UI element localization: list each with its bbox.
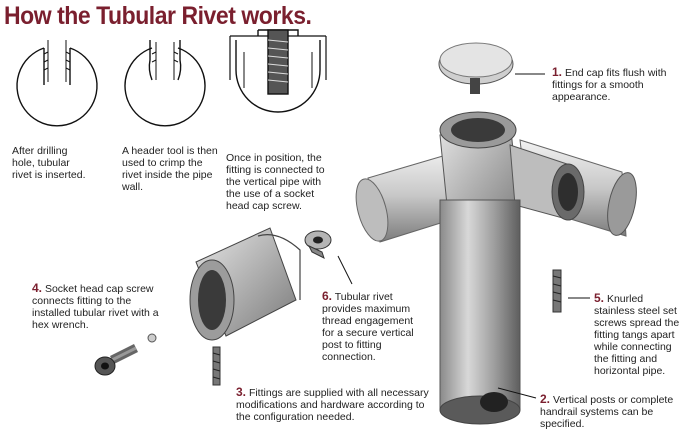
callout-3-number: 3. [236,385,247,399]
step3-caption: Once in position, the fitting is connect… [226,152,325,212]
callout-4-text: Socket head cap screw connects fitting t… [32,283,159,331]
diagram-title: How the Tubular Rivet works. [4,2,312,30]
callout-2-text: Vertical posts or complete handrail syst… [540,394,674,430]
step1-rivet-insert-drawing [16,40,98,127]
callout-1-text: End cap fits flush with fittings for a s… [552,67,667,103]
callout-5-number: 5. [594,291,605,305]
callout-1-number: 1. [552,65,563,79]
callout-1: 1. End cap fits flush with fittings for … [552,66,680,103]
callout-3-text: Fittings are supplied with all necessary… [236,387,429,423]
callout-2: 2. Vertical posts or complete handrail s… [540,393,678,430]
callout-2-number: 2. [540,392,551,406]
callout-5-text: Knurled stainless steel set screws sprea… [594,293,680,377]
step2-caption: A header tool is then used to crimp the … [122,145,218,193]
callout-6-number: 6. [322,289,333,303]
set-screw-drawing [552,269,562,313]
leader-lines [337,73,590,399]
callout-5: 5. Knurled stainless steel set screws sp… [594,292,684,377]
set-screw-small-drawing [212,346,221,386]
callout-4-number: 4. [32,281,43,295]
socket-head-cap-screw-drawing [94,333,157,376]
callout-6: 6. Tubular rivet provides maximum thread… [322,290,422,363]
step3-fitting-connection-drawing [229,29,327,113]
tee-fitting-drawing [189,227,301,341]
callout-3: 3. Fittings are supplied with all necess… [236,386,436,423]
step2-header-crimp-drawing [124,40,206,127]
vertical-post-drawing [439,199,521,425]
callout-4: 4. Socket head cap screw connects fittin… [32,282,164,331]
callout-6-text: Tubular rivet provides maximum thread en… [322,291,414,363]
step1-caption: After drilling hole, tubular rivet is in… [12,145,86,181]
end-cap-drawing [438,42,514,94]
tubular-rivet-drawing [304,230,332,259]
